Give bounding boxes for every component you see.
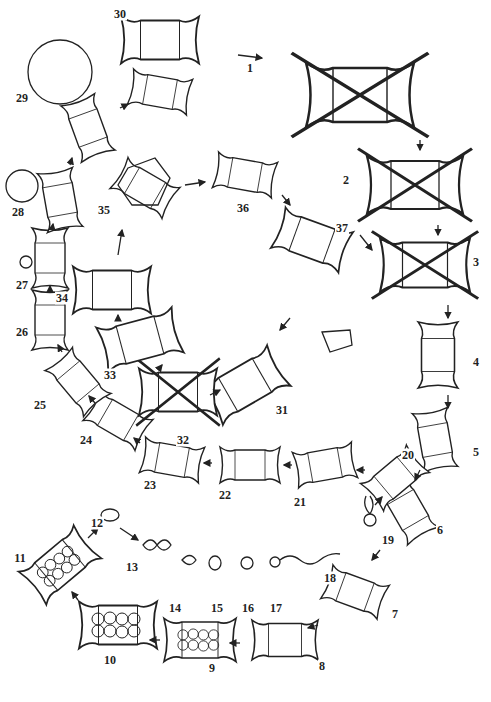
callout-number: 28 bbox=[11, 206, 25, 219]
callout-number: 35 bbox=[97, 204, 111, 217]
callout-number: 14 bbox=[168, 602, 182, 615]
outer-cells bbox=[19, 17, 479, 662]
callout-number: 15 bbox=[210, 602, 224, 615]
callout-number: 27 bbox=[15, 279, 29, 292]
callout-number: 4 bbox=[472, 356, 480, 369]
callout-number: 25 bbox=[33, 399, 47, 412]
callout-number: 12 bbox=[90, 517, 104, 530]
callout-number: 30 bbox=[113, 8, 127, 21]
callout-number: 23 bbox=[143, 479, 157, 492]
callout-number: 1 bbox=[246, 62, 254, 75]
callout-number: 31 bbox=[275, 404, 289, 417]
callout-number: 37 bbox=[335, 222, 349, 235]
callout-number: 36 bbox=[236, 202, 250, 215]
callout-number: 16 bbox=[241, 602, 255, 615]
inner-cells bbox=[73, 152, 353, 426]
callout-number: 11 bbox=[13, 552, 26, 565]
callout-number: 9 bbox=[208, 662, 216, 675]
callout-number: 17 bbox=[269, 602, 283, 615]
callout-number: 20 bbox=[401, 449, 415, 462]
callout-number: 8 bbox=[318, 660, 326, 673]
callout-number: 6 bbox=[436, 524, 444, 537]
callout-number: 34 bbox=[55, 292, 69, 305]
callout-number: 24 bbox=[79, 434, 93, 447]
callout-number: 21 bbox=[293, 496, 307, 509]
callout-number: 18 bbox=[323, 572, 337, 585]
callout-number: 22 bbox=[218, 489, 232, 502]
callout-number: 29 bbox=[15, 92, 29, 105]
callout-number: 33 bbox=[103, 369, 117, 382]
callout-number: 7 bbox=[391, 608, 399, 621]
callout-number: 10 bbox=[103, 654, 117, 667]
callout-number: 5 bbox=[472, 446, 480, 459]
spores-and-gametes bbox=[6, 40, 376, 570]
callout-number: 2 bbox=[342, 174, 350, 187]
cycle-arrows bbox=[50, 55, 448, 643]
callout-number: 32 bbox=[176, 434, 190, 447]
callout-number: 13 bbox=[125, 561, 139, 574]
callout-number: 26 bbox=[15, 326, 29, 339]
callout-number: 3 bbox=[472, 256, 480, 269]
callout-number: 19 bbox=[381, 534, 395, 547]
